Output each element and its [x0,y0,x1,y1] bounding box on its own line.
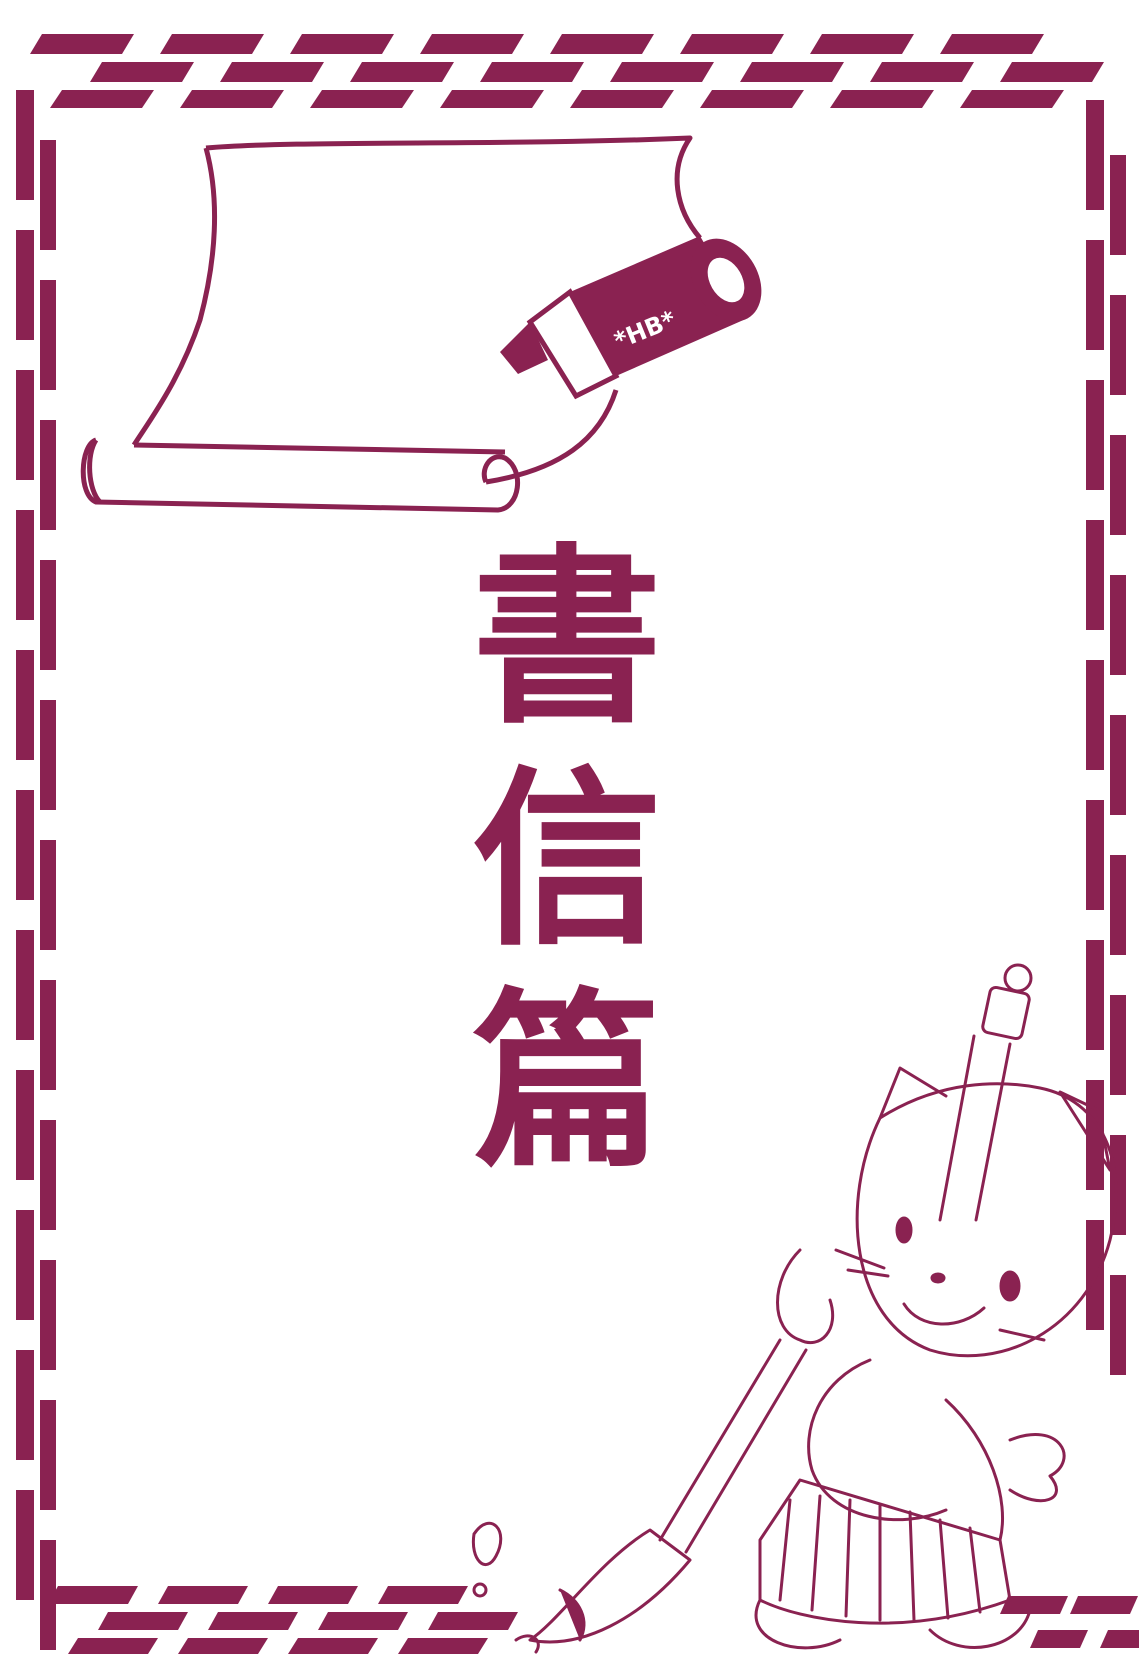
border-segment [1086,240,1104,350]
border-segment [1110,575,1126,675]
border-segment [550,34,654,54]
title-char-1: 書 [471,528,662,749]
page-title: 書 信 篇 [452,528,682,1194]
border-segment [16,1350,34,1460]
border-segment [68,1638,158,1654]
border-segment [16,90,34,200]
border-segment [570,90,674,108]
border-segment [1086,660,1104,770]
border-segment [610,62,714,82]
border-segment [16,230,34,340]
border-segment [1110,855,1126,955]
border-segment [1110,155,1126,255]
border-segment [1000,62,1104,82]
border-segment [1110,1135,1126,1235]
border-segment [440,90,544,108]
border-segment [1110,435,1126,535]
border-segment [1100,1630,1139,1648]
border-segment [1030,1630,1088,1648]
border-segment [268,1586,358,1604]
border-segment [1110,995,1126,1095]
border-segment [208,1612,298,1630]
border-segment [30,34,134,54]
border-segment [870,62,974,82]
border-segment [40,840,56,950]
border-segment [40,560,56,670]
border-segment [40,700,56,810]
cat-with-brush-illustration [471,963,1118,1654]
border-segment [40,980,56,1090]
border-segment [378,1586,468,1604]
border-segment [16,930,34,1040]
border-segment [940,34,1044,54]
border-segment [810,34,914,54]
border-segment [480,62,584,82]
border-segment [350,62,454,82]
border-segment [428,1612,518,1630]
border-segment [398,1638,488,1654]
border-segment [90,62,194,82]
border-segment [1000,1596,1068,1614]
border-segment [160,34,264,54]
border-segment [1086,380,1104,490]
border-segment [16,1070,34,1180]
border-segment [158,1586,248,1604]
border-segment [16,1490,34,1600]
border-segment [700,90,804,108]
border-segment [180,90,284,108]
border-segment [1086,940,1104,1050]
border-segment [98,1612,188,1630]
border-segment [40,1120,56,1230]
border-segment [48,1586,138,1604]
border-segment [16,790,34,900]
border-segment [680,34,784,54]
border-segment [220,62,324,82]
checkered-border [16,34,1139,1654]
border-segment [16,510,34,620]
border-segment [40,280,56,390]
border-segment [310,90,414,108]
border-segment [1086,800,1104,910]
border-segment [290,34,394,54]
border-segment [40,1400,56,1510]
border-segment [16,370,34,480]
border-segment [830,90,934,108]
title-char-3: 篇 [471,972,662,1193]
border-segment [1110,715,1126,815]
paper-scroll-icon [80,135,702,513]
pencil-icon: *HB* [500,236,762,400]
border-segment [40,420,56,530]
border-segment [960,90,1064,108]
border-segment [1086,100,1104,210]
border-segment [16,650,34,760]
border-segment [1110,295,1126,395]
border-segment [178,1638,268,1654]
title-char-2: 信 [471,750,662,971]
border-segment [318,1612,408,1630]
border-segment [40,1540,56,1650]
border-segment [16,1210,34,1320]
border-segment [740,62,844,82]
border-segment [288,1638,378,1654]
border-segment [50,90,154,108]
border-segment [40,140,56,250]
border-segment [1070,1596,1138,1614]
border-segment [1086,520,1104,630]
border-segment [420,34,524,54]
border-segment [1110,1275,1126,1375]
border-segment [40,1260,56,1370]
